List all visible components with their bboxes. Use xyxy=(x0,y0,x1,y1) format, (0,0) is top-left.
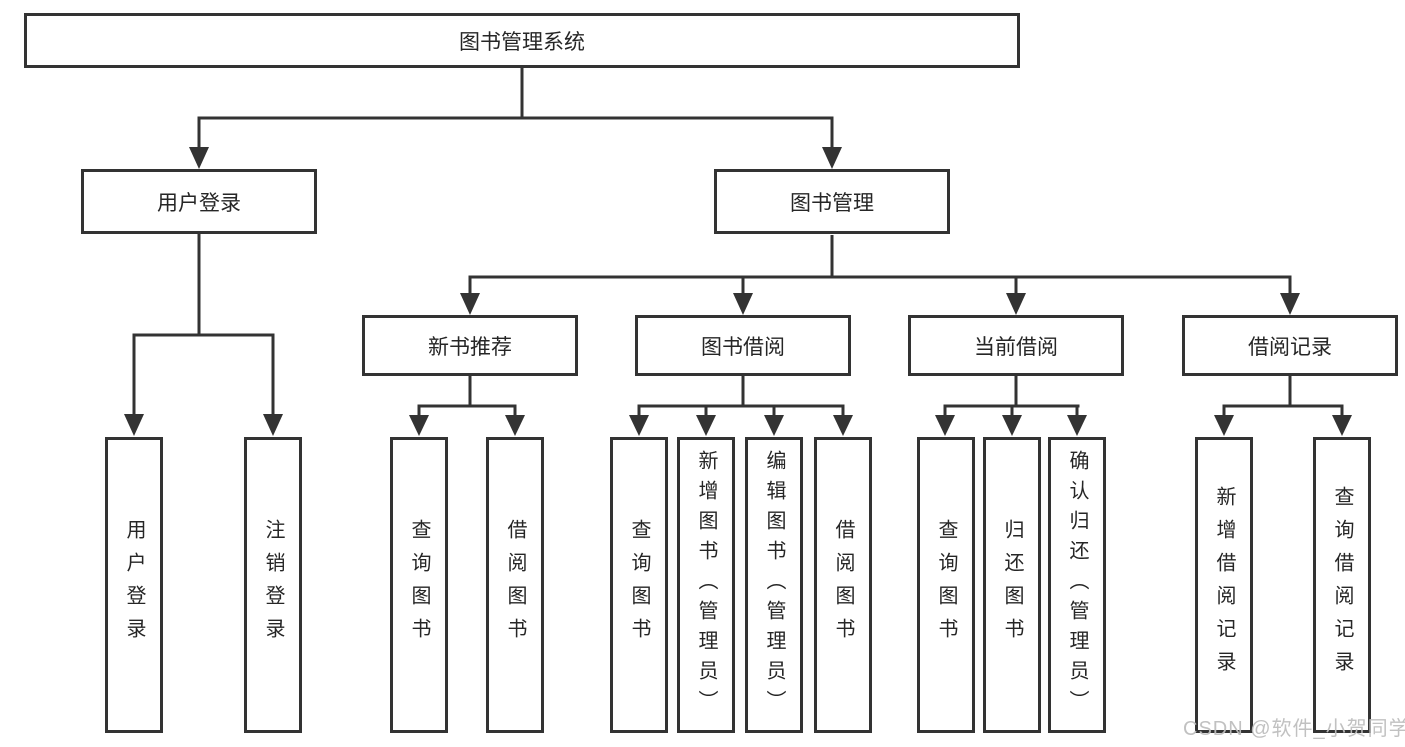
arrowhead-icon xyxy=(935,415,955,436)
edge-new-book-rec-children xyxy=(409,376,525,436)
edge-book-mgmt-children xyxy=(460,235,1300,315)
node-current-borrow: 当前借阅 xyxy=(908,315,1124,376)
node-label: 图书管理 xyxy=(790,191,874,215)
node-label: 归还图书 xyxy=(1001,519,1023,651)
edge-user-login-children xyxy=(124,234,283,436)
arrowhead-icon xyxy=(1002,415,1022,436)
node-label: 新增借阅记录 xyxy=(1213,486,1235,684)
arrowhead-icon xyxy=(1280,293,1300,315)
node-new-book-rec: 新书推荐 xyxy=(362,315,578,376)
arrowhead-icon xyxy=(1332,415,1352,436)
node-root-label: 图书管理系统 xyxy=(459,30,585,54)
node-leaf-add-borrow-record: 新增借阅记录 xyxy=(1195,437,1253,733)
node-borrow-record: 借阅记录 xyxy=(1182,315,1398,376)
edge-borrow-record-children xyxy=(1214,376,1352,436)
node-label: 查询图书 xyxy=(408,519,430,651)
arrowhead-icon xyxy=(1214,415,1234,436)
node-label: 图书借阅 xyxy=(701,335,785,359)
csdn-watermark: CSDN @软件_小贺同学 xyxy=(1183,718,1405,740)
edge-root-to-level2 xyxy=(189,66,842,169)
node-leaf-return-book: 归还图书 xyxy=(983,437,1041,733)
node-leaf-user-login: 用户登录 xyxy=(105,437,163,733)
arrowhead-icon xyxy=(833,415,853,436)
node-label: 新书推荐 xyxy=(428,335,512,359)
node-label: 借阅记录 xyxy=(1248,335,1332,359)
edge-book-borrow-children xyxy=(629,376,853,436)
node-leaf-edit-book-admin: 编辑图书（管理员） xyxy=(745,437,803,733)
arrowhead-icon xyxy=(460,293,480,315)
node-label: 查询图书 xyxy=(628,519,650,651)
node-leaf-logout: 注销登录 xyxy=(244,437,302,733)
node-leaf-query-borrow-record: 查询借阅记录 xyxy=(1313,437,1371,733)
arrowhead-icon xyxy=(696,415,716,436)
arrowhead-icon xyxy=(409,415,429,436)
node-leaf-add-book-admin: 新增图书（管理员） xyxy=(677,437,735,733)
arrowhead-icon xyxy=(505,415,525,436)
arrowhead-icon xyxy=(629,415,649,436)
node-leaf-query-books-2: 查询图书 xyxy=(610,437,668,733)
node-label: 注销登录 xyxy=(262,519,284,651)
edge-current-borrow-children xyxy=(935,376,1087,436)
arrowhead-icon xyxy=(733,293,753,315)
node-label: 借阅图书 xyxy=(504,519,526,651)
arrowhead-icon xyxy=(124,414,144,436)
node-leaf-borrow-books-1: 借阅图书 xyxy=(486,437,544,733)
node-leaf-query-books-1: 查询图书 xyxy=(390,437,448,733)
node-label: 确认归还（管理员） xyxy=(1066,450,1088,720)
node-user-login: 用户登录 xyxy=(81,169,317,234)
node-book-borrow: 图书借阅 xyxy=(635,315,851,376)
node-label: 用户登录 xyxy=(123,519,145,651)
arrowhead-icon xyxy=(764,415,784,436)
node-leaf-borrow-books-2: 借阅图书 xyxy=(814,437,872,733)
arrowhead-icon xyxy=(189,147,209,169)
arrowhead-icon xyxy=(263,414,283,436)
node-label: 查询图书 xyxy=(935,519,957,651)
node-label: 借阅图书 xyxy=(832,519,854,651)
node-label: 当前借阅 xyxy=(974,335,1058,359)
arrowhead-icon xyxy=(822,147,842,169)
node-book-mgmt: 图书管理 xyxy=(714,169,950,234)
arrowhead-icon xyxy=(1067,415,1087,436)
node-root: 图书管理系统 xyxy=(24,13,1020,68)
node-label: 编辑图书（管理员） xyxy=(763,450,785,720)
node-label: 用户登录 xyxy=(157,191,241,215)
node-leaf-confirm-return-admin: 确认归还（管理员） xyxy=(1048,437,1106,733)
node-label: 新增图书（管理员） xyxy=(695,450,717,720)
node-label: 查询借阅记录 xyxy=(1331,486,1353,684)
arrowhead-icon xyxy=(1006,293,1026,315)
node-leaf-query-books-3: 查询图书 xyxy=(917,437,975,733)
